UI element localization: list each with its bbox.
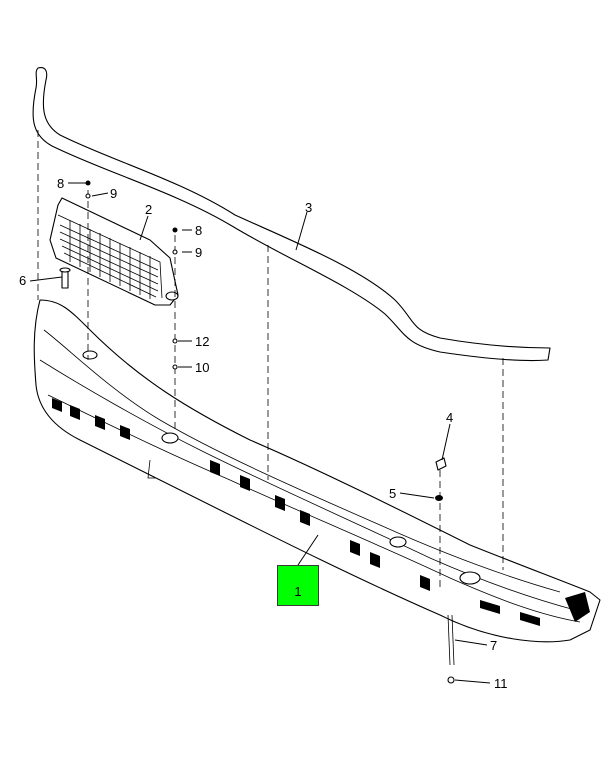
highlighted-callout-1[interactable]: 1 bbox=[277, 565, 319, 606]
nut-part-11[interactable] bbox=[447, 676, 455, 684]
washer-part-9-right[interactable] bbox=[172, 249, 178, 255]
callout-9-right: 9 bbox=[195, 245, 202, 260]
projection-lines bbox=[37, 130, 504, 590]
callout-3: 3 bbox=[305, 200, 312, 215]
callout-6: 6 bbox=[19, 273, 26, 288]
stud-part-7[interactable] bbox=[447, 614, 455, 666]
screw-part-8-right[interactable] bbox=[172, 227, 178, 233]
callout-7: 7 bbox=[490, 638, 497, 653]
grommet-part-5[interactable] bbox=[435, 495, 443, 501]
grille-mesh bbox=[59, 220, 159, 299]
callout-2: 2 bbox=[145, 202, 152, 217]
callout-12: 12 bbox=[195, 334, 209, 349]
callout-4: 4 bbox=[446, 410, 453, 425]
callout-10: 10 bbox=[195, 360, 209, 375]
callout-1: 1 bbox=[294, 584, 302, 599]
callout-9-left: 9 bbox=[110, 186, 117, 201]
clip-part-12[interactable] bbox=[172, 338, 178, 344]
grille-screen-part-2[interactable] bbox=[49, 197, 179, 306]
callout-8-left: 8 bbox=[57, 176, 64, 191]
leader-lines bbox=[29, 182, 491, 684]
nut-part-10[interactable] bbox=[172, 364, 178, 370]
callout-5: 5 bbox=[389, 486, 396, 501]
clip-part-4[interactable] bbox=[435, 457, 447, 471]
callout-8-right: 8 bbox=[195, 223, 202, 238]
cowl-panel-part-1[interactable] bbox=[33, 299, 601, 643]
callout-11: 11 bbox=[494, 676, 508, 691]
washer-part-9-left[interactable] bbox=[85, 193, 91, 199]
screw-part-8-left[interactable] bbox=[85, 180, 91, 186]
stud-part-6[interactable] bbox=[59, 267, 71, 289]
seal-strip-part-3[interactable] bbox=[32, 67, 551, 362]
